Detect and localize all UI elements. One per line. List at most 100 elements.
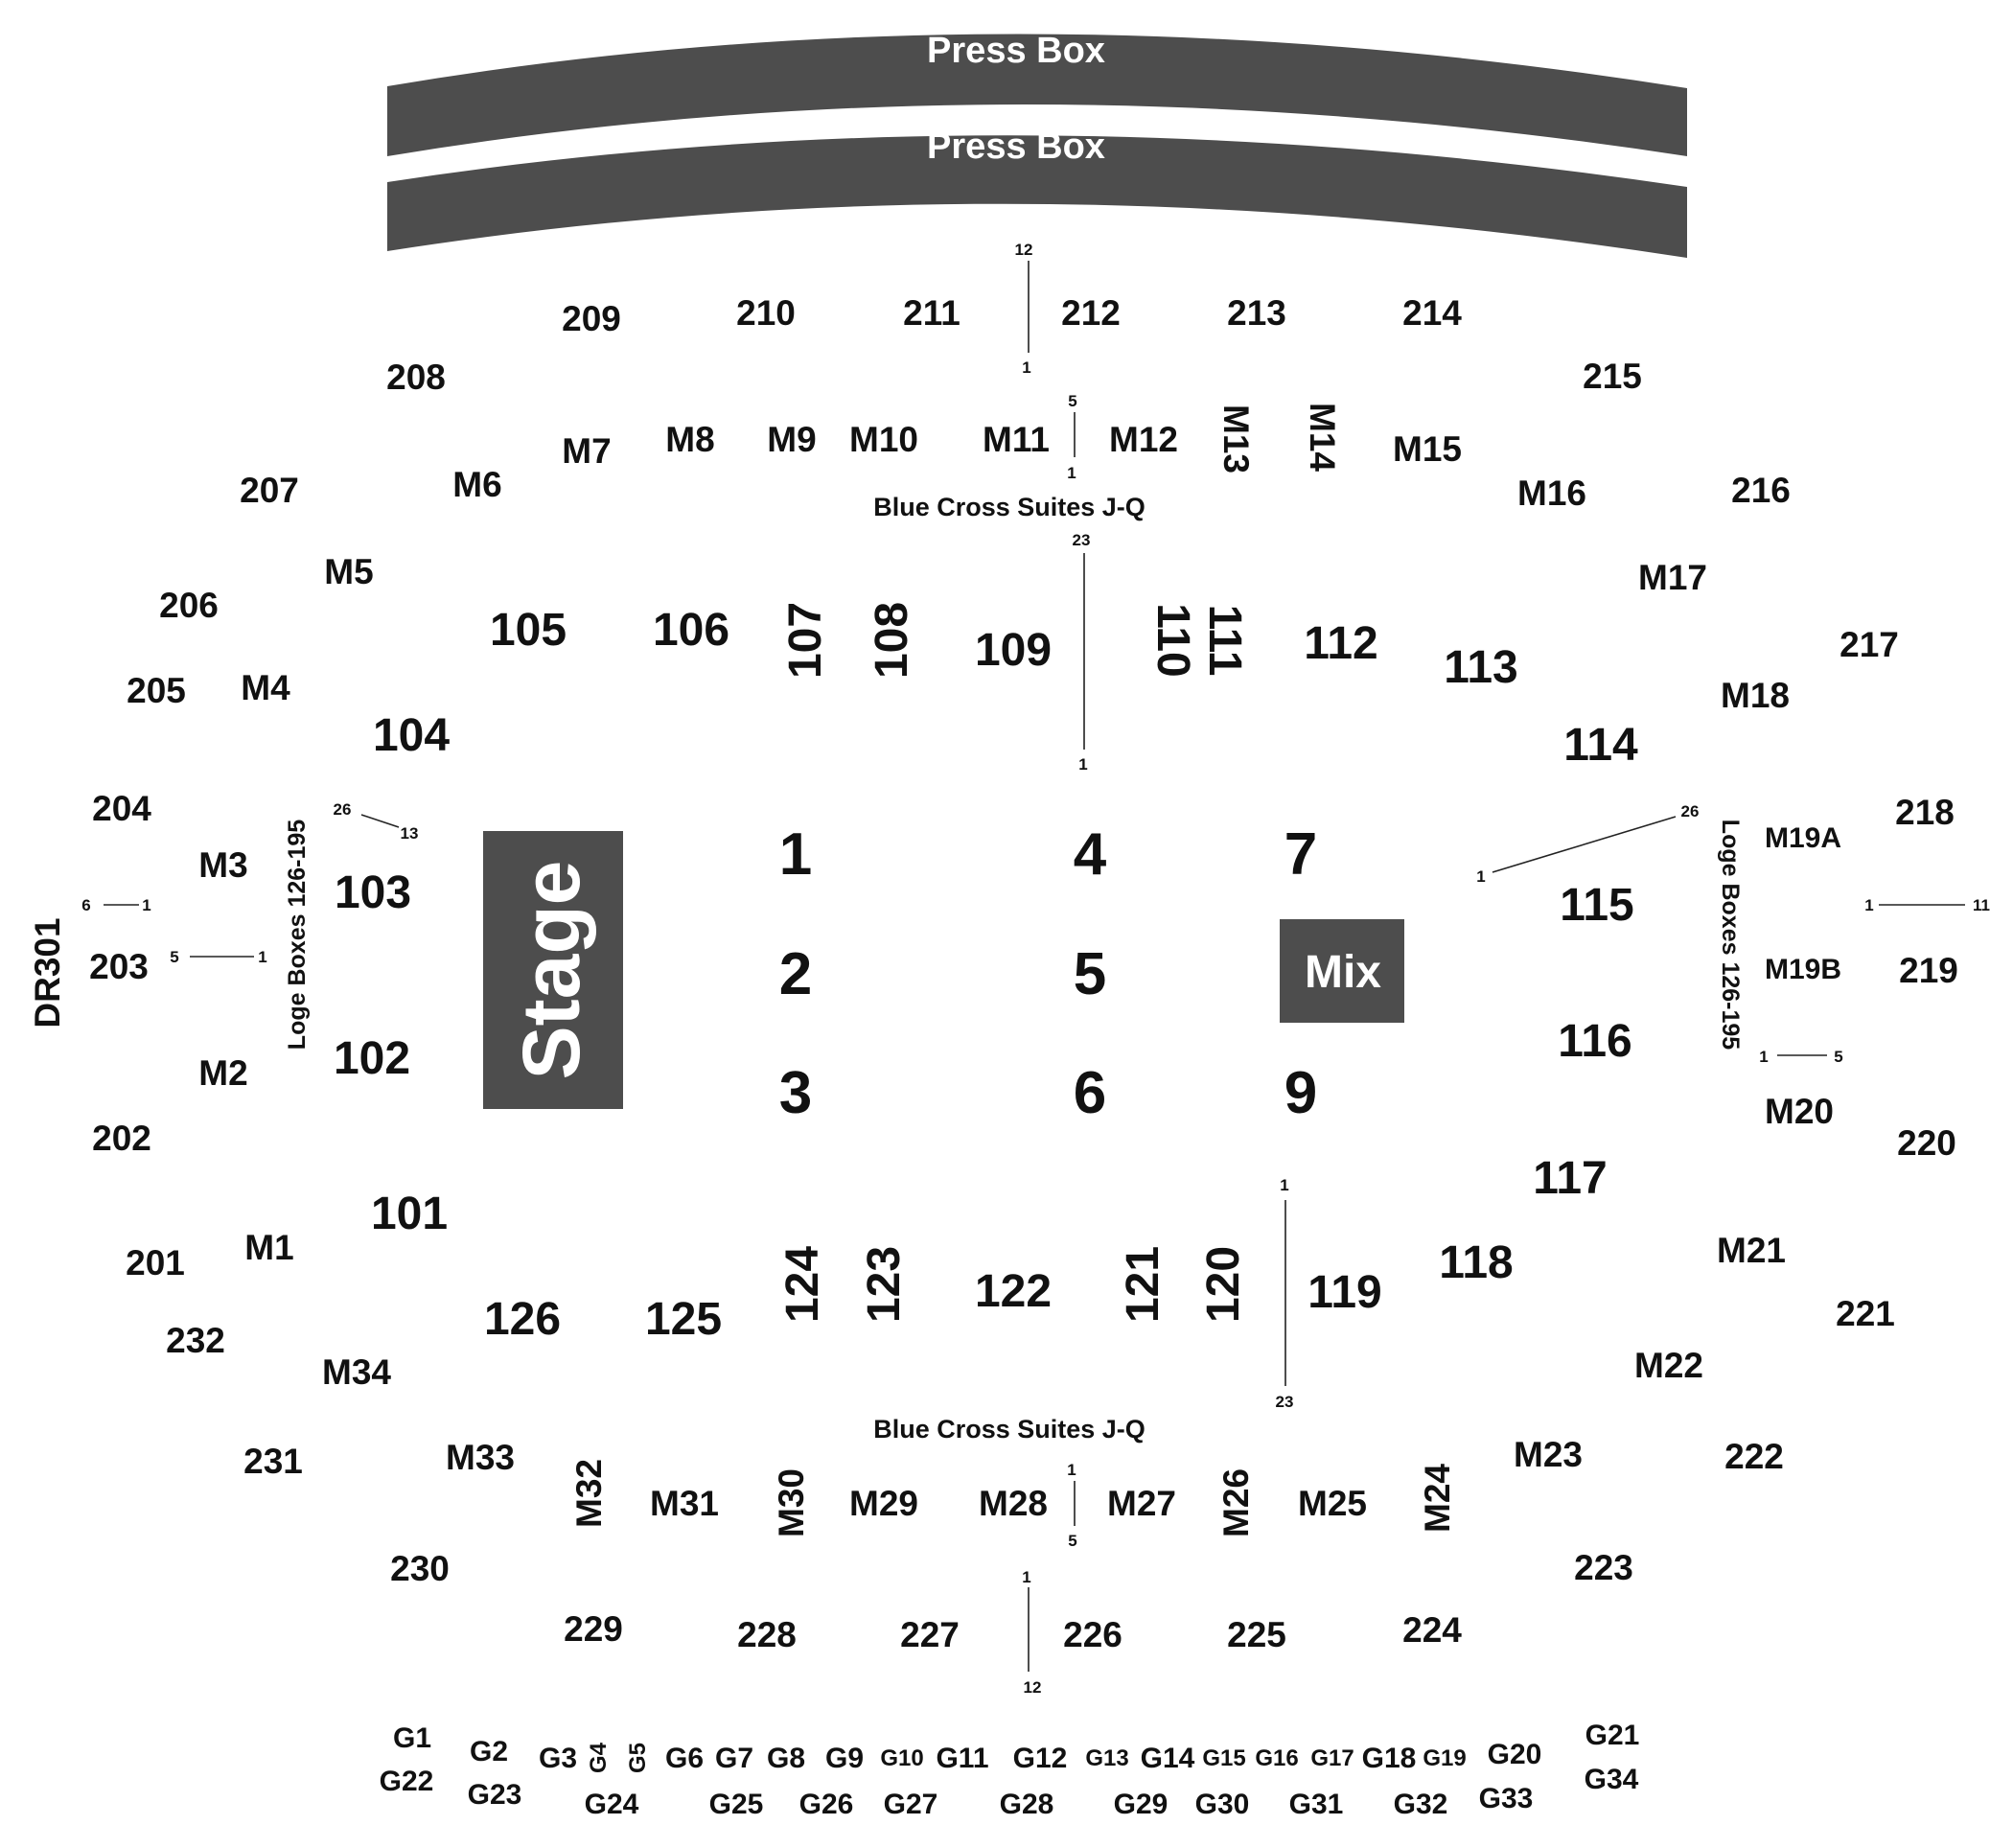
mezz-section[interactable]: M4: [241, 668, 290, 707]
mezz-section[interactable]: M29: [849, 1484, 918, 1523]
mezz-section[interactable]: M19B: [1765, 954, 1841, 985]
mezz-section[interactable]: M17: [1638, 558, 1707, 597]
g-box[interactable]: G8: [767, 1743, 805, 1774]
lower-section[interactable]: 120: [1198, 1246, 1249, 1323]
floor-section[interactable]: 2: [779, 941, 812, 1007]
mezz-section[interactable]: M10: [849, 420, 918, 459]
upper-section[interactable]: 208: [386, 358, 446, 397]
mezz-section[interactable]: M2: [198, 1053, 247, 1093]
lower-section[interactable]: 104: [373, 710, 450, 761]
upper-section[interactable]: 219: [1899, 951, 1958, 990]
floor-section[interactable]: 1: [779, 821, 812, 888]
upper-section[interactable]: 232: [166, 1321, 225, 1360]
upper-section[interactable]: 203: [89, 947, 149, 986]
floor-section[interactable]: 4: [1074, 821, 1107, 888]
lower-section[interactable]: 125: [645, 1294, 722, 1345]
lower-section[interactable]: 110: [1147, 603, 1198, 677]
mezz-section[interactable]: M25: [1298, 1484, 1367, 1523]
g-box[interactable]: G14: [1141, 1743, 1195, 1774]
g-box[interactable]: G26: [799, 1789, 854, 1820]
g-box[interactable]: G29: [1114, 1789, 1168, 1820]
lower-section[interactable]: 109: [975, 625, 1052, 676]
lower-section[interactable]: 106: [653, 605, 729, 656]
mezz-section[interactable]: M21: [1717, 1231, 1786, 1270]
g-box[interactable]: G9: [825, 1743, 864, 1774]
upper-section[interactable]: 205: [127, 671, 186, 710]
mezz-section[interactable]: M20: [1765, 1092, 1834, 1131]
g-box[interactable]: G1: [393, 1722, 431, 1754]
upper-section[interactable]: 220: [1897, 1123, 1956, 1163]
g-box[interactable]: G28: [1000, 1789, 1054, 1820]
upper-section[interactable]: 209: [562, 299, 621, 338]
mezz-section[interactable]: M5: [324, 552, 373, 591]
upper-section[interactable]: 210: [736, 293, 796, 333]
lower-section[interactable]: 122: [975, 1266, 1052, 1317]
floor-section[interactable]: 7: [1284, 821, 1317, 888]
mezz-section[interactable]: M9: [767, 420, 816, 459]
upper-section[interactable]: 202: [92, 1119, 151, 1158]
g-box[interactable]: G10: [880, 1745, 923, 1771]
lower-section[interactable]: 111: [1199, 605, 1250, 677]
lower-section[interactable]: 108: [867, 602, 917, 679]
g-box[interactable]: G24: [585, 1789, 639, 1820]
g-box[interactable]: G11: [936, 1743, 988, 1774]
mezz-section[interactable]: M30: [772, 1468, 811, 1537]
g-box[interactable]: G33: [1479, 1783, 1534, 1814]
mezz-section[interactable]: M31: [650, 1484, 719, 1523]
press-box-upper[interactable]: [387, 34, 1687, 156]
mezz-section[interactable]: M22: [1634, 1346, 1703, 1385]
g-box[interactable]: G31: [1289, 1789, 1344, 1820]
floor-section[interactable]: 9: [1284, 1060, 1317, 1126]
mezz-section[interactable]: M3: [198, 845, 247, 885]
mezz-section[interactable]: M12: [1109, 420, 1178, 459]
upper-section[interactable]: 221: [1836, 1294, 1895, 1333]
lower-section[interactable]: 114: [1563, 720, 1638, 771]
mezz-section[interactable]: M16: [1517, 474, 1586, 513]
upper-section[interactable]: 217: [1839, 625, 1899, 664]
mezz-section[interactable]: M8: [665, 420, 714, 459]
lower-section[interactable]: 116: [1558, 1016, 1631, 1067]
upper-section[interactable]: 224: [1402, 1610, 1462, 1650]
g-box[interactable]: G15: [1202, 1745, 1245, 1771]
lower-section[interactable]: 121: [1118, 1246, 1168, 1323]
upper-section[interactable]: 229: [564, 1609, 623, 1649]
upper-section[interactable]: 231: [243, 1442, 303, 1481]
mezz-section[interactable]: M13: [1216, 404, 1256, 474]
g-box[interactable]: G19: [1423, 1745, 1466, 1771]
g-box[interactable]: G5: [625, 1743, 651, 1773]
upper-section[interactable]: 226: [1063, 1615, 1122, 1654]
g-box[interactable]: G21: [1585, 1720, 1640, 1751]
lower-section[interactable]: 124: [777, 1246, 828, 1323]
mezz-section[interactable]: M1: [244, 1228, 293, 1267]
upper-section[interactable]: 216: [1731, 471, 1791, 510]
g-box[interactable]: G6: [665, 1743, 704, 1774]
g-box[interactable]: G30: [1195, 1789, 1250, 1820]
mezz-section[interactable]: M19A: [1765, 822, 1841, 854]
lower-section[interactable]: 112: [1304, 618, 1377, 669]
mezz-section[interactable]: M28: [979, 1484, 1048, 1523]
mezz-section[interactable]: M33: [446, 1438, 515, 1477]
mezz-section[interactable]: M7: [562, 431, 611, 471]
upper-section[interactable]: 215: [1583, 357, 1642, 396]
mezz-section[interactable]: M14: [1303, 403, 1342, 472]
dr301-label[interactable]: DR301: [28, 917, 67, 1028]
upper-section[interactable]: 230: [390, 1549, 450, 1588]
upper-section[interactable]: 213: [1227, 293, 1286, 333]
lower-section[interactable]: 107: [780, 602, 831, 679]
mezz-section[interactable]: M27: [1107, 1484, 1176, 1523]
g-box[interactable]: G13: [1085, 1745, 1128, 1771]
lower-section[interactable]: 113: [1444, 642, 1517, 693]
floor-section[interactable]: 6: [1074, 1060, 1106, 1126]
g-box[interactable]: G32: [1394, 1789, 1448, 1820]
lower-section[interactable]: 123: [859, 1246, 910, 1323]
upper-section[interactable]: 207: [240, 471, 299, 510]
lower-section[interactable]: 126: [484, 1294, 561, 1345]
upper-section[interactable]: 211: [903, 293, 960, 333]
upper-section[interactable]: 214: [1402, 293, 1462, 333]
lower-section[interactable]: 105: [490, 605, 567, 656]
upper-section[interactable]: 218: [1895, 793, 1955, 832]
g-box[interactable]: G2: [470, 1736, 508, 1767]
upper-section[interactable]: 228: [737, 1615, 797, 1654]
mezz-section[interactable]: M11: [983, 420, 1050, 459]
floor-section[interactable]: 5: [1074, 941, 1106, 1007]
